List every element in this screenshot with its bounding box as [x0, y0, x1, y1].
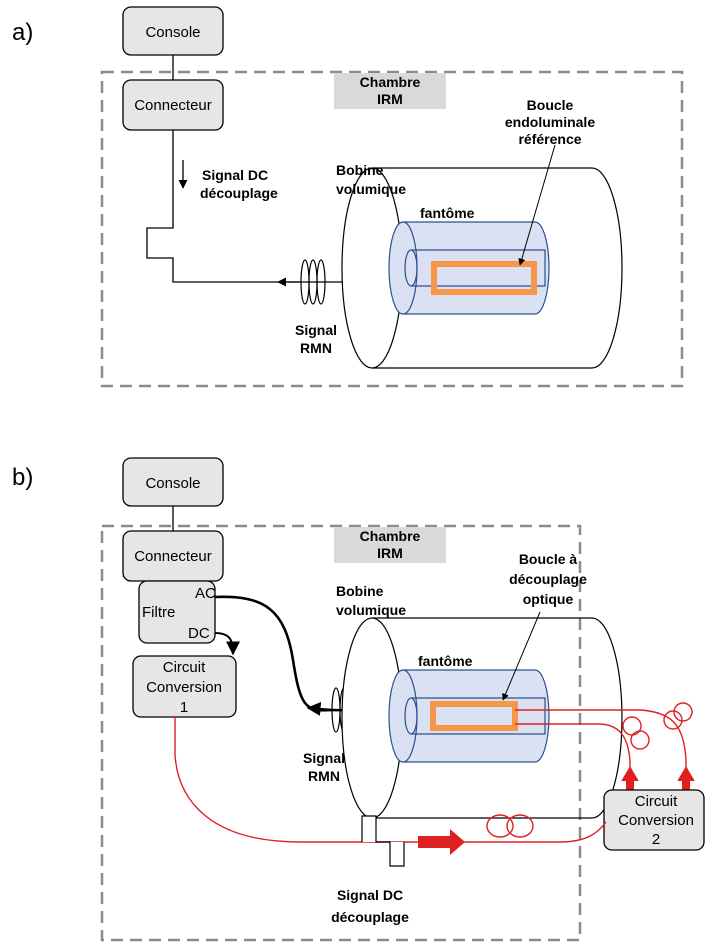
filter-dc-label: DC: [188, 625, 210, 642]
panel-a: a) Console Connecteur Chambre IRM Signal…: [12, 6, 684, 388]
rf-coil-symbol: [300, 259, 326, 305]
circuit2-line2: Conversion: [618, 812, 694, 829]
optical-fibers-right: [515, 702, 693, 772]
dc-pulse-symbol: [361, 815, 405, 867]
room-label-box-b: [334, 527, 446, 563]
loop-pointer-arrow: [518, 144, 556, 266]
phantom: [388, 221, 550, 315]
circuit1-line3: 1: [180, 699, 188, 716]
dc-path-arrow: [214, 632, 240, 656]
console-label-b: Console: [145, 475, 200, 492]
room-label-line2: IRM: [377, 91, 403, 107]
coax-cable: [146, 130, 455, 283]
room-label-box: [334, 73, 446, 109]
dc-signal-line2: découplage: [200, 185, 278, 201]
phantom-b-label: fantôme: [418, 653, 473, 669]
loop-b-line1: Boucle à: [519, 551, 578, 567]
fiber-big-arrow: [418, 829, 465, 855]
room-label-b-line1: Chambre: [360, 528, 421, 544]
optical-fiber-bottom: [174, 717, 607, 843]
circuit2-line1: Circuit: [635, 793, 678, 810]
nmr-signal-b-line1: Signal: [303, 750, 345, 766]
conversion-circuit-2: [603, 789, 705, 851]
dc-signal-b-line2: découplage: [331, 909, 409, 925]
fiber-arrow-2-shaft: [682, 778, 690, 790]
phantom-label: fantôme: [420, 205, 475, 221]
volume-coil-line1: Bobine: [336, 162, 384, 178]
circuit1-line1: Circuit: [163, 659, 206, 676]
nmr-signal-line1: Signal: [295, 322, 337, 338]
connector-label: Connecteur: [134, 97, 212, 114]
loop-b-line3: optique: [523, 591, 574, 607]
volume-coil-b-line2: volumique: [336, 602, 406, 618]
dc-signal-b-line1: Signal DC: [337, 887, 403, 903]
nmr-signal-line2: RMN: [300, 340, 332, 356]
loop-b-line2: découplage: [509, 571, 587, 587]
fiber-arrow-1-shaft: [626, 778, 634, 790]
panel-b-label: b): [12, 464, 33, 491]
room-label-b-line2: IRM: [377, 545, 403, 561]
console-label: Console: [145, 24, 200, 41]
panel-a-label: a): [12, 19, 33, 46]
volume-coil-b-line1: Bobine: [336, 583, 384, 599]
loop-line2: endoluminale: [505, 114, 595, 130]
panel-b: b) Console Connecteur AC Filtre DC Circu…: [12, 457, 705, 942]
loop-line1: Boucle: [527, 97, 574, 113]
fiber-loops-bottom: [486, 814, 534, 838]
dc-signal-line1: Signal DC: [202, 167, 268, 183]
connector-label-b: Connecteur: [134, 548, 212, 565]
circuit1-line2: Conversion: [146, 679, 222, 696]
circuit2-line3: 2: [652, 831, 660, 848]
mri-room-boundary-b: [100, 524, 582, 942]
mri-room-boundary: [100, 70, 684, 388]
volume-coil: [341, 167, 623, 369]
filter-ac-label: AC: [195, 585, 216, 602]
loop-pointer-arrow-b: [502, 611, 541, 701]
filter-label: Filtre: [142, 604, 175, 621]
room-label-line1: Chambre: [360, 74, 421, 90]
reference-loop: [431, 261, 537, 295]
loop-line3: référence: [518, 131, 581, 147]
phantom-b: [388, 669, 550, 763]
volume-coil-line2: volumique: [336, 181, 406, 197]
filter-box: [138, 580, 216, 644]
optical-decoupling-loop: [430, 701, 518, 731]
nmr-signal-b-line2: RMN: [308, 768, 340, 784]
conversion-circuit-1: [132, 655, 237, 718]
nmr-signal-arrow-b: [306, 701, 336, 716]
